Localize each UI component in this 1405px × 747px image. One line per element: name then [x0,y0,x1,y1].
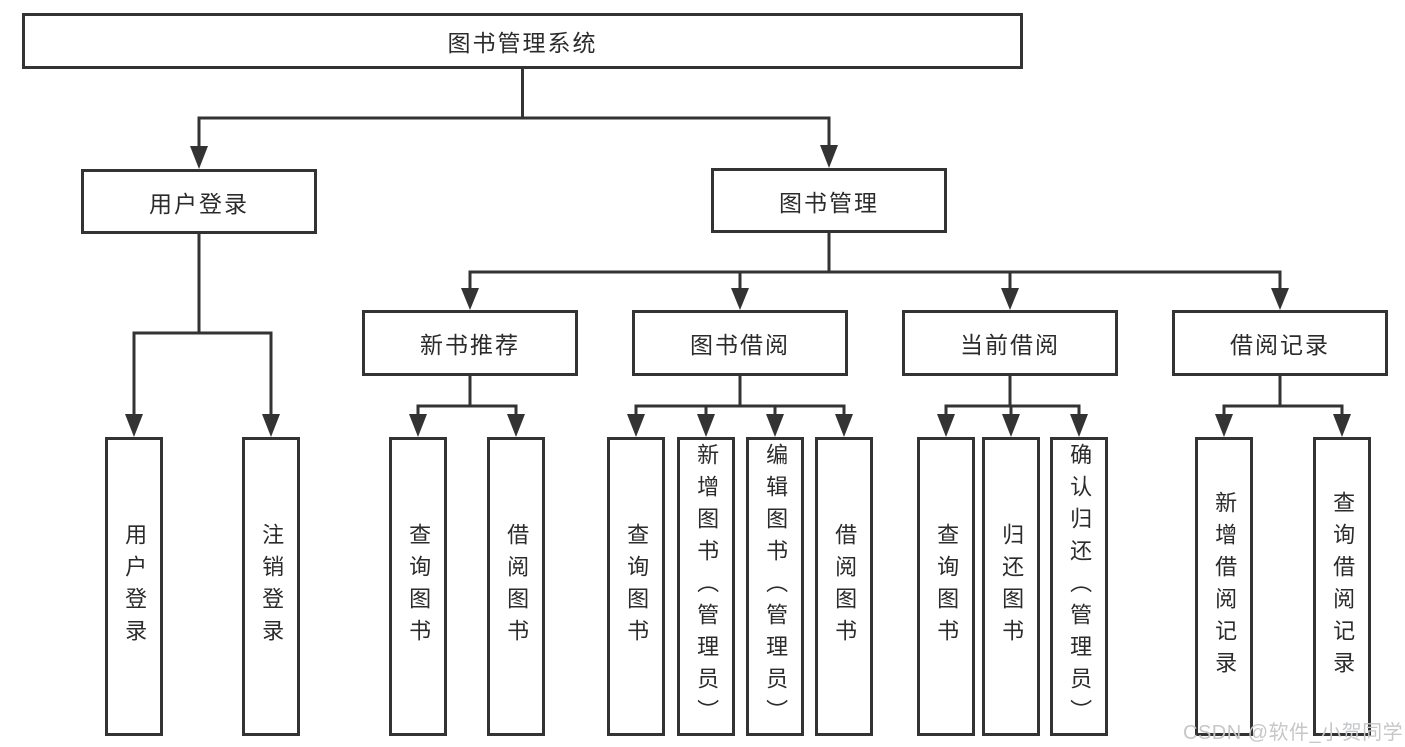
root-node-label: 图书管理系统 [447,30,598,56]
leaf-borrow-books-recommend: 借阅图书 [487,437,545,736]
leaf-query-books-current: 查询图书 [917,437,975,736]
leaf-add-book-admin-label: 新增图书（管理员） [694,442,720,731]
leaf-logout-label: 注销登录 [259,522,285,651]
leaf-confirm-return-admin: 确认归还（管理员） [1050,437,1108,736]
node-book-management: 图书管理 [711,168,947,233]
leaf-logout: 注销登录 [242,437,300,736]
leaf-user-login: 用户登录 [105,437,163,736]
leaf-query-borrow-record-label: 查询借阅记录 [1330,490,1356,683]
leaf-query-books-recommend-label: 查询图书 [406,522,432,651]
leaf-user-login-label: 用户登录 [122,522,148,651]
leaf-borrow-books-borrowing-label: 借阅图书 [832,522,858,651]
node-current-borrowing: 当前借阅 [902,310,1118,376]
leaf-query-books-current-label: 查询图书 [934,522,960,651]
node-new-book-recommendation: 新书推荐 [362,310,578,376]
leaf-query-books-recommend: 查询图书 [389,437,447,736]
leaf-query-borrow-record: 查询借阅记录 [1313,437,1371,736]
leaf-confirm-return-admin-label: 确认归还（管理员） [1067,442,1093,731]
leaf-edit-book-admin: 编辑图书（管理员） [746,437,804,736]
leaf-add-book-admin: 新增图书（管理员） [677,437,735,736]
leaf-return-book: 归还图书 [982,437,1040,736]
root-node: 图书管理系统 [22,13,1023,69]
node-borrowing-records: 借阅记录 [1172,310,1388,376]
node-new-book-recommendation-label: 新书推荐 [420,332,520,358]
leaf-add-borrow-record: 新增借阅记录 [1195,437,1253,736]
node-user-login: 用户登录 [81,169,317,234]
node-user-login-label: 用户登录 [149,190,249,217]
node-current-borrowing-label: 当前借阅 [960,332,1060,358]
arrowheads [125,145,1351,437]
leaf-query-books-borrowing: 查询图书 [607,437,665,736]
leaf-query-books-borrowing-label: 查询图书 [624,522,650,651]
leaf-borrow-books-recommend-label: 借阅图书 [504,522,530,651]
node-book-management-label: 图书管理 [779,189,879,216]
leaf-return-book-label: 归还图书 [999,522,1025,651]
node-book-borrowing-label: 图书借阅 [690,332,790,358]
leaf-borrow-books-borrowing: 借阅图书 [815,437,873,736]
watermark-text: CSDN @软件_小贺同学 [1183,722,1404,744]
node-borrowing-records-label: 借阅记录 [1230,332,1330,358]
leaf-edit-book-admin-label: 编辑图书（管理员） [763,442,789,731]
leaf-add-borrow-record-label: 新增借阅记录 [1212,490,1238,683]
node-book-borrowing: 图书借阅 [632,310,848,376]
